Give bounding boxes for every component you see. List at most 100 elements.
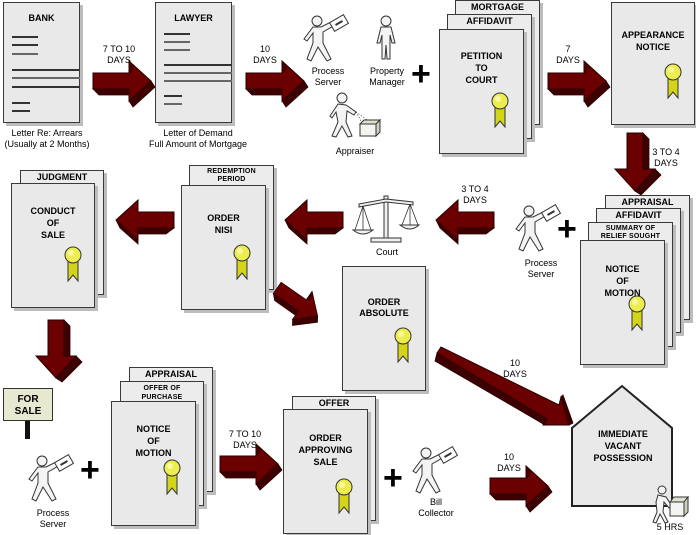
- appearance-title-2: NOTICE: [635, 42, 670, 52]
- seal-icon: [233, 244, 251, 280]
- petition-title-3: COURT: [465, 75, 498, 85]
- appearance-title-1: APPEARANCE: [621, 30, 685, 40]
- for-sale-line-1: FOR: [17, 394, 39, 405]
- property-manager-icon: [376, 15, 396, 60]
- summary-label-2: RELIEF SOUGHT: [600, 233, 661, 240]
- affidavit-label: AFFIDAVIT: [615, 210, 662, 220]
- conduct-of-sale-document: CONDUCT OF SALE: [11, 183, 95, 308]
- plus-icon: +: [383, 459, 403, 497]
- notice-of-motion-document: NOTICE OF MOTION: [580, 240, 665, 365]
- arrow-label-petition-appearance-2: DAYS: [556, 55, 580, 65]
- appraisal-label: APPRAISAL: [144, 369, 197, 379]
- lawyer-letter-document: LAWYER: [155, 2, 232, 123]
- for-sale-sign: FOR SALE: [3, 388, 53, 421]
- plus-icon: +: [411, 55, 431, 93]
- appraiser-label: Appraiser: [335, 146, 375, 156]
- property-manager-label-2: Manager: [369, 77, 405, 87]
- property-manager-label-1: Property: [369, 66, 404, 76]
- arrow-label-absolute-possession-2: DAYS: [503, 369, 527, 379]
- judgment-label: JUDGMENT: [36, 172, 88, 182]
- possession-title-2: VACANT: [604, 441, 642, 451]
- arrow-long-absolute-to-possession: [434, 346, 574, 426]
- redemption-label-1: REDEMPTION: [207, 168, 256, 175]
- sign-post: [25, 421, 30, 439]
- bank-title: BANK: [28, 13, 55, 23]
- notice-of-motion-document: NOTICE OF MOTION: [111, 401, 196, 526]
- absolute-title-1: ORDER: [367, 297, 401, 307]
- absolute-title-2: ABSOLUTE: [359, 308, 409, 318]
- arrow-left-nisi-to-conduct: [115, 199, 175, 245]
- possession-house-shape: [571, 384, 673, 507]
- arrow-label-lawyer-petition-1: 10: [259, 44, 270, 54]
- arrow-label-lawyer-petition-2: DAYS: [253, 55, 277, 65]
- motion-title-3: MOTION: [604, 288, 641, 298]
- appraiser-icon: [329, 92, 381, 138]
- for-sale-line-2: SALE: [14, 406, 42, 417]
- petition-title-2: TO: [475, 63, 488, 73]
- arrow-label-appearance-motion-1: 3 TO 4: [652, 147, 680, 157]
- lawyer-caption-line-1: Letter of Demand: [163, 128, 233, 138]
- mortgage-label: MORTGAGE: [471, 2, 524, 12]
- arrow-label-motion-court-1: 3 TO 4: [461, 184, 489, 194]
- bank-caption-line-2: (Usually at 2 Months): [4, 139, 90, 149]
- motion-title-1: NOTICE: [605, 264, 640, 274]
- arrow-label-approving-possession-1: 10: [503, 452, 514, 462]
- arrow-down-conduct-to-for-sale: [35, 319, 83, 383]
- arrow-right-approving-to-possession: [489, 465, 553, 513]
- nisi-title-1: ORDER: [207, 213, 240, 223]
- lawyer-caption-line-2: Full Amount of Mortgage: [148, 139, 248, 149]
- seal-icon: [491, 92, 509, 128]
- conduct-title-2: OF: [46, 218, 60, 228]
- seal-icon: [335, 478, 353, 514]
- process-server-icon: [28, 453, 75, 502]
- motion-title-2: OF: [616, 276, 629, 286]
- arrow-label-bank-lawyer-2: DAYS: [107, 55, 131, 65]
- arrow-right-motion2-to-approving: [219, 443, 283, 491]
- arrow-left-court-to-nisi: [284, 199, 344, 245]
- process-server-label-2: Server: [527, 269, 555, 279]
- order-nisi-document: ORDER NISI: [181, 185, 266, 310]
- arrow-label-approving-possession-2: DAYS: [497, 463, 521, 473]
- mover-with-box-icon: [652, 485, 689, 524]
- court-label: Court: [375, 247, 398, 257]
- court-scales-icon: [351, 195, 421, 243]
- arrow-diagonal-nisi-to-absolute: [264, 273, 331, 337]
- arrow-label-petition-appearance-1: 7: [565, 44, 571, 54]
- plus-icon: +: [80, 451, 100, 489]
- redemption-label-2: PERIOD: [217, 176, 246, 183]
- bill-collector-icon: [412, 445, 459, 494]
- offer-purchase-label-2: PURCHASE: [141, 394, 183, 401]
- process-server-label-1: Process: [524, 258, 558, 268]
- possession-title-1: IMMEDIATE: [598, 429, 648, 439]
- conduct-title-1: CONDUCT: [30, 206, 76, 216]
- seal-icon: [64, 246, 82, 282]
- possession-time-label: 5 HRS: [656, 522, 684, 532]
- bank-letter-document: BANK: [3, 2, 80, 123]
- arrow-right-bank-to-lawyer: [92, 60, 156, 108]
- process-server-label-1: Process: [36, 508, 70, 518]
- motion-title-1: NOTICE: [136, 424, 171, 434]
- seal-icon: [628, 295, 646, 331]
- petition-title-1: PETITION: [460, 51, 503, 61]
- possession-title-3: POSSESSION: [593, 453, 653, 463]
- plus-icon: +: [557, 210, 577, 248]
- seal-icon: [163, 459, 181, 495]
- approving-title-3: SALE: [313, 457, 338, 467]
- nisi-title-2: NISI: [214, 225, 233, 235]
- arrow-label-bank-lawyer-1: 7 TO 10: [102, 44, 136, 54]
- arrow-label-appearance-motion-2: DAYS: [654, 158, 678, 168]
- approving-title-2: APPROVING: [298, 445, 353, 455]
- summary-label-1: SUMMARY OF: [605, 225, 656, 232]
- motion-title-2: OF: [147, 436, 160, 446]
- offer-label: OFFER: [318, 398, 350, 408]
- affidavit-label: AFFIDAVIT: [466, 16, 513, 26]
- order-approving-sale-document: ORDER APPROVING SALE: [283, 409, 368, 534]
- process-server-label-1: Process: [311, 66, 345, 76]
- appearance-notice-document: APPEARANCE NOTICE: [611, 2, 695, 125]
- seal-icon: [394, 327, 412, 363]
- arrow-label-absolute-possession-1: 10: [509, 358, 520, 368]
- lawyer-title: LAWYER: [174, 13, 213, 23]
- offer-purchase-label-1: OFFER OF: [143, 385, 181, 392]
- motion-title-3: MOTION: [135, 448, 172, 458]
- arrow-left-motion-to-court: [435, 199, 495, 245]
